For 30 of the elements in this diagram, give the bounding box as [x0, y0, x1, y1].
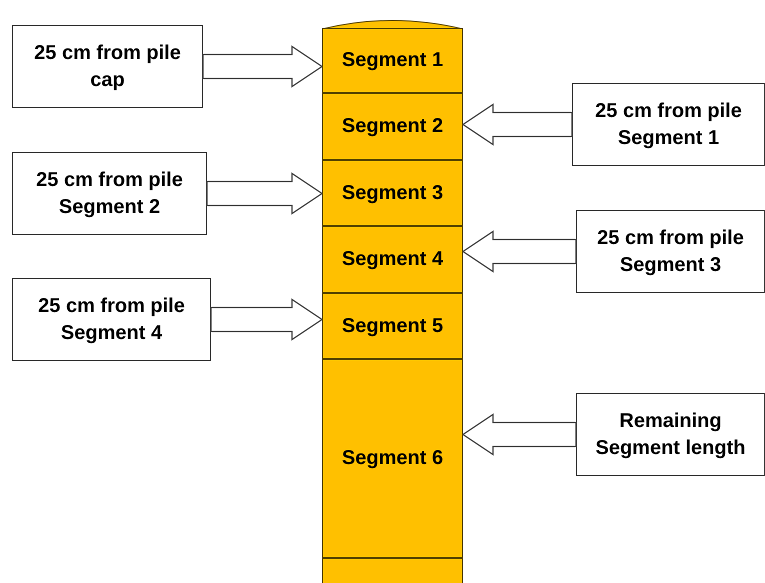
callout-box	[12, 278, 211, 361]
callout-box	[572, 83, 765, 166]
callout-text: 25 cm from pile Segment 2	[35, 168, 184, 220]
callout-box	[12, 25, 203, 108]
block-arrow	[202, 45, 324, 88]
block-arrow	[210, 298, 324, 341]
block-arrow	[462, 413, 577, 456]
callout-box	[576, 393, 765, 476]
segment-label: Segment 6	[342, 446, 444, 471]
block-arrow	[462, 103, 573, 146]
callout-text: Remaining Segment length	[594, 408, 746, 460]
pile-segment	[322, 359, 463, 558]
block-arrow	[206, 172, 324, 215]
segment-label: Segment 1	[342, 48, 444, 73]
pile-segment	[322, 558, 463, 583]
callout-box	[576, 210, 765, 293]
block-arrow	[462, 230, 577, 273]
callout-text: 25 cm from pile cap	[33, 40, 182, 92]
callout-text: 25 cm from pile Segment 1	[594, 98, 743, 150]
pile-segment	[322, 93, 463, 160]
pile-segment	[322, 293, 463, 359]
pile-segment	[322, 226, 463, 293]
segment-label: Segment 4	[342, 247, 444, 272]
segment-label: Segment 5	[342, 314, 444, 338]
callout-text: 25 cm from pile Segment 3	[596, 226, 745, 278]
pile-segment	[322, 160, 463, 226]
segment-label: Segment 3	[342, 180, 444, 206]
segment-label: Segment 2	[342, 114, 444, 139]
callout-box	[12, 152, 207, 235]
callout-text: 25 cm from pile Segment 4	[37, 294, 186, 346]
